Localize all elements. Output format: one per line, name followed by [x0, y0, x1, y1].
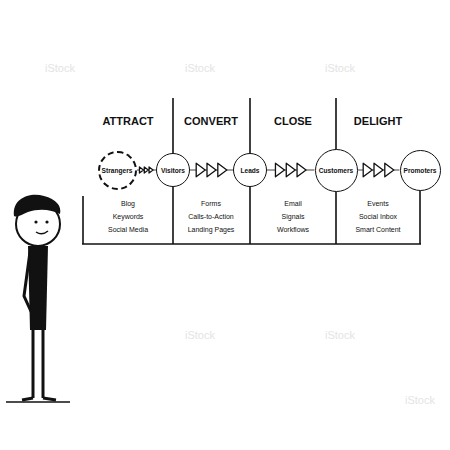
tactic-item: Calls-to-Action	[188, 213, 234, 220]
chevron-arrow	[267, 163, 315, 177]
stage-name: Customers	[319, 167, 353, 174]
chevron-arrow	[358, 163, 400, 177]
stage-name: Leads	[240, 167, 259, 174]
stage-heading: ATTRACT	[102, 115, 153, 127]
stage-heading: CONVERT	[184, 115, 238, 127]
chevron-arrow	[190, 163, 233, 177]
watermark: iStock	[185, 329, 215, 341]
watermark: iStock	[45, 62, 75, 74]
tactic-item: Keywords	[113, 213, 144, 220]
tactic-item: Social Media	[108, 226, 148, 233]
stick-figure	[6, 195, 70, 402]
tactic-item: Blog	[121, 200, 135, 207]
stage-circle: Visitors	[156, 153, 190, 187]
tactic-item: Signals	[282, 213, 305, 220]
tactic-item: Smart Content	[355, 226, 400, 233]
watermark: iStock	[185, 62, 215, 74]
tactic-item: Landing Pages	[188, 226, 235, 233]
stage-circle: Strangers	[98, 151, 137, 190]
stage-name: Visitors	[161, 167, 185, 174]
watermark: iStock	[325, 62, 355, 74]
stage-circle: Customers	[315, 149, 358, 192]
frame-lines	[82, 98, 421, 244]
stage-name: Strangers	[102, 167, 133, 174]
tactic-item: Email	[284, 200, 302, 207]
stage-circle: Promoters	[400, 150, 441, 191]
stage-circle: Leads	[233, 153, 267, 187]
watermark: iStock	[405, 394, 435, 406]
watermark: iStock	[325, 329, 355, 341]
stage-heading: CLOSE	[274, 115, 312, 127]
tactic-item: Workflows	[277, 226, 309, 233]
tactic-item: Forms	[201, 200, 221, 207]
stage-heading: DELIGHT	[354, 115, 402, 127]
stage-name: Promoters	[404, 167, 437, 174]
tactic-item: Social Inbox	[359, 213, 397, 220]
tactic-item: Events	[367, 200, 388, 207]
chevron-arrow	[137, 167, 157, 173]
